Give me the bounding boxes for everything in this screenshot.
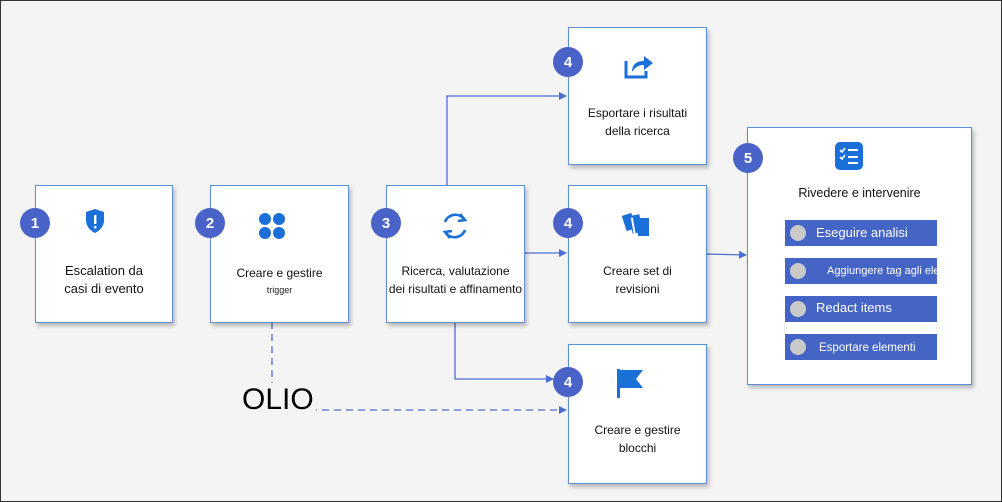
card-search[interactable]: Ricerca, valutazione dei risultati e aff… bbox=[386, 185, 525, 323]
check-circle-icon bbox=[790, 263, 806, 279]
card-triggers-small: trigger bbox=[266, 285, 293, 295]
card-holds[interactable]: Creare e gestire blocchi bbox=[568, 344, 707, 484]
badge-step-4-review-sets: 4 bbox=[553, 208, 583, 238]
badge-step-2: 2 bbox=[195, 208, 225, 238]
olio-label: OLIO bbox=[240, 383, 316, 417]
card-export-line2: della ricerca bbox=[605, 124, 670, 138]
check-circle-icon bbox=[790, 339, 806, 355]
card-search-line2: dei risultati e affinamento bbox=[388, 282, 523, 296]
four-dots-icon bbox=[259, 213, 285, 239]
share-icon bbox=[624, 56, 653, 79]
card-export-line1: Esportare i risultati bbox=[587, 106, 688, 120]
action-redact-items-label: Redact items bbox=[816, 300, 892, 315]
check-circle-icon bbox=[790, 225, 806, 241]
card-triggers-line1: Creare e gestire bbox=[236, 266, 323, 280]
card-review-act-title: Rivedere e intervenire bbox=[798, 186, 921, 200]
check-circle-icon bbox=[790, 301, 806, 317]
action-tag-items[interactable]: Aggiungere tag agli elementi bbox=[785, 258, 966, 284]
action-redact-items[interactable]: Redact items bbox=[785, 296, 937, 322]
card-review-sets-line2: revisioni bbox=[615, 282, 660, 296]
card-triggers[interactable]: Creare e gestire trigger bbox=[210, 185, 349, 323]
action-run-analysis-label: Eseguire analisi bbox=[816, 225, 908, 240]
action-export-items[interactable]: Esportare elementi bbox=[785, 334, 937, 360]
action-export-items-label: Esportare elementi bbox=[819, 342, 916, 354]
badge-step-4-holds: 4 bbox=[553, 367, 583, 397]
card-holds-line1: Creare e gestire bbox=[594, 423, 681, 437]
card-export-results[interactable]: Esportare i risultati della ricerca bbox=[568, 27, 707, 165]
checklist-icon bbox=[835, 142, 863, 170]
card-review-sets-line1: Creare set di bbox=[603, 264, 672, 278]
stack-icon bbox=[622, 212, 649, 236]
badge-step-3: 3 bbox=[371, 208, 401, 238]
shield-icon bbox=[86, 209, 104, 233]
badge-step-5: 5 bbox=[733, 143, 763, 173]
action-run-analysis[interactable]: Eseguire analisi bbox=[785, 220, 937, 246]
card-review-sets[interactable]: Creare set di revisioni bbox=[568, 185, 707, 323]
action-tag-items-label: Aggiungere tag agli elementi bbox=[827, 265, 967, 277]
connector-search-to-export bbox=[446, 92, 567, 185]
connector-review-sets-to-review bbox=[704, 250, 747, 259]
card-holds-line2: blocchi bbox=[618, 441, 657, 455]
card-escalation-line1: Escalation da bbox=[64, 263, 144, 278]
card-search-line1: Ricerca, valutazione bbox=[401, 264, 510, 278]
flag-icon bbox=[617, 369, 643, 398]
connector-search-to-holds bbox=[454, 322, 554, 383]
card-escalation-line2: casi di evento bbox=[64, 281, 144, 296]
badge-step-4-export: 4 bbox=[553, 47, 583, 77]
card-escalation[interactable]: Escalation da casi di evento bbox=[35, 185, 173, 323]
badge-step-1: 1 bbox=[20, 208, 50, 238]
refresh-icon bbox=[442, 213, 468, 239]
